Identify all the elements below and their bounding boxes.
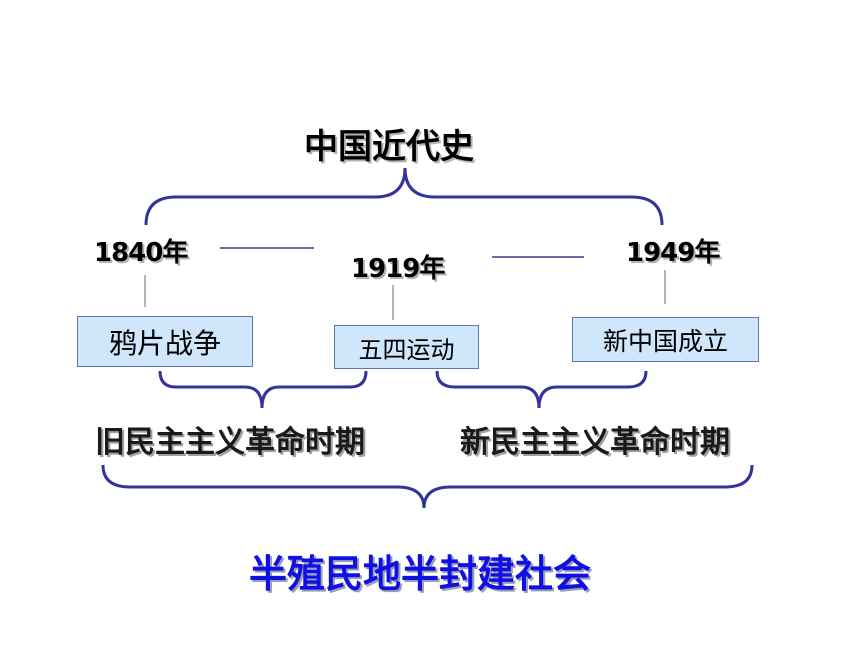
bottom-brace — [101, 464, 754, 509]
brace-old-period — [158, 370, 368, 409]
event-box-may-fourth: 五四运动 — [334, 325, 479, 369]
society-label: 半殖民地半封建社会 — [249, 552, 592, 596]
period-new-democratic: 新民主主义革命时期 — [460, 425, 730, 460]
event-label-new-china: 新中国成立 — [602, 326, 728, 356]
event-label-opium-war: 鸦片战争 — [108, 326, 221, 360]
event-label-may-fourth: 五四运动 — [358, 335, 455, 364]
year-1840-label: 1840年 — [94, 238, 188, 268]
brace-new-period — [435, 370, 648, 409]
diagram-title: 中国近代史 — [304, 127, 474, 167]
year-1949-label: 1949年 — [626, 238, 720, 268]
event-box-new-china: 新中国成立 — [572, 317, 759, 362]
event-box-opium-war: 鸦片战争 — [77, 316, 253, 367]
year-1919-label: 1919年 — [351, 254, 445, 284]
period-old-democratic: 旧民主主义革命时期 — [95, 425, 365, 460]
top-brace — [144, 167, 664, 226]
